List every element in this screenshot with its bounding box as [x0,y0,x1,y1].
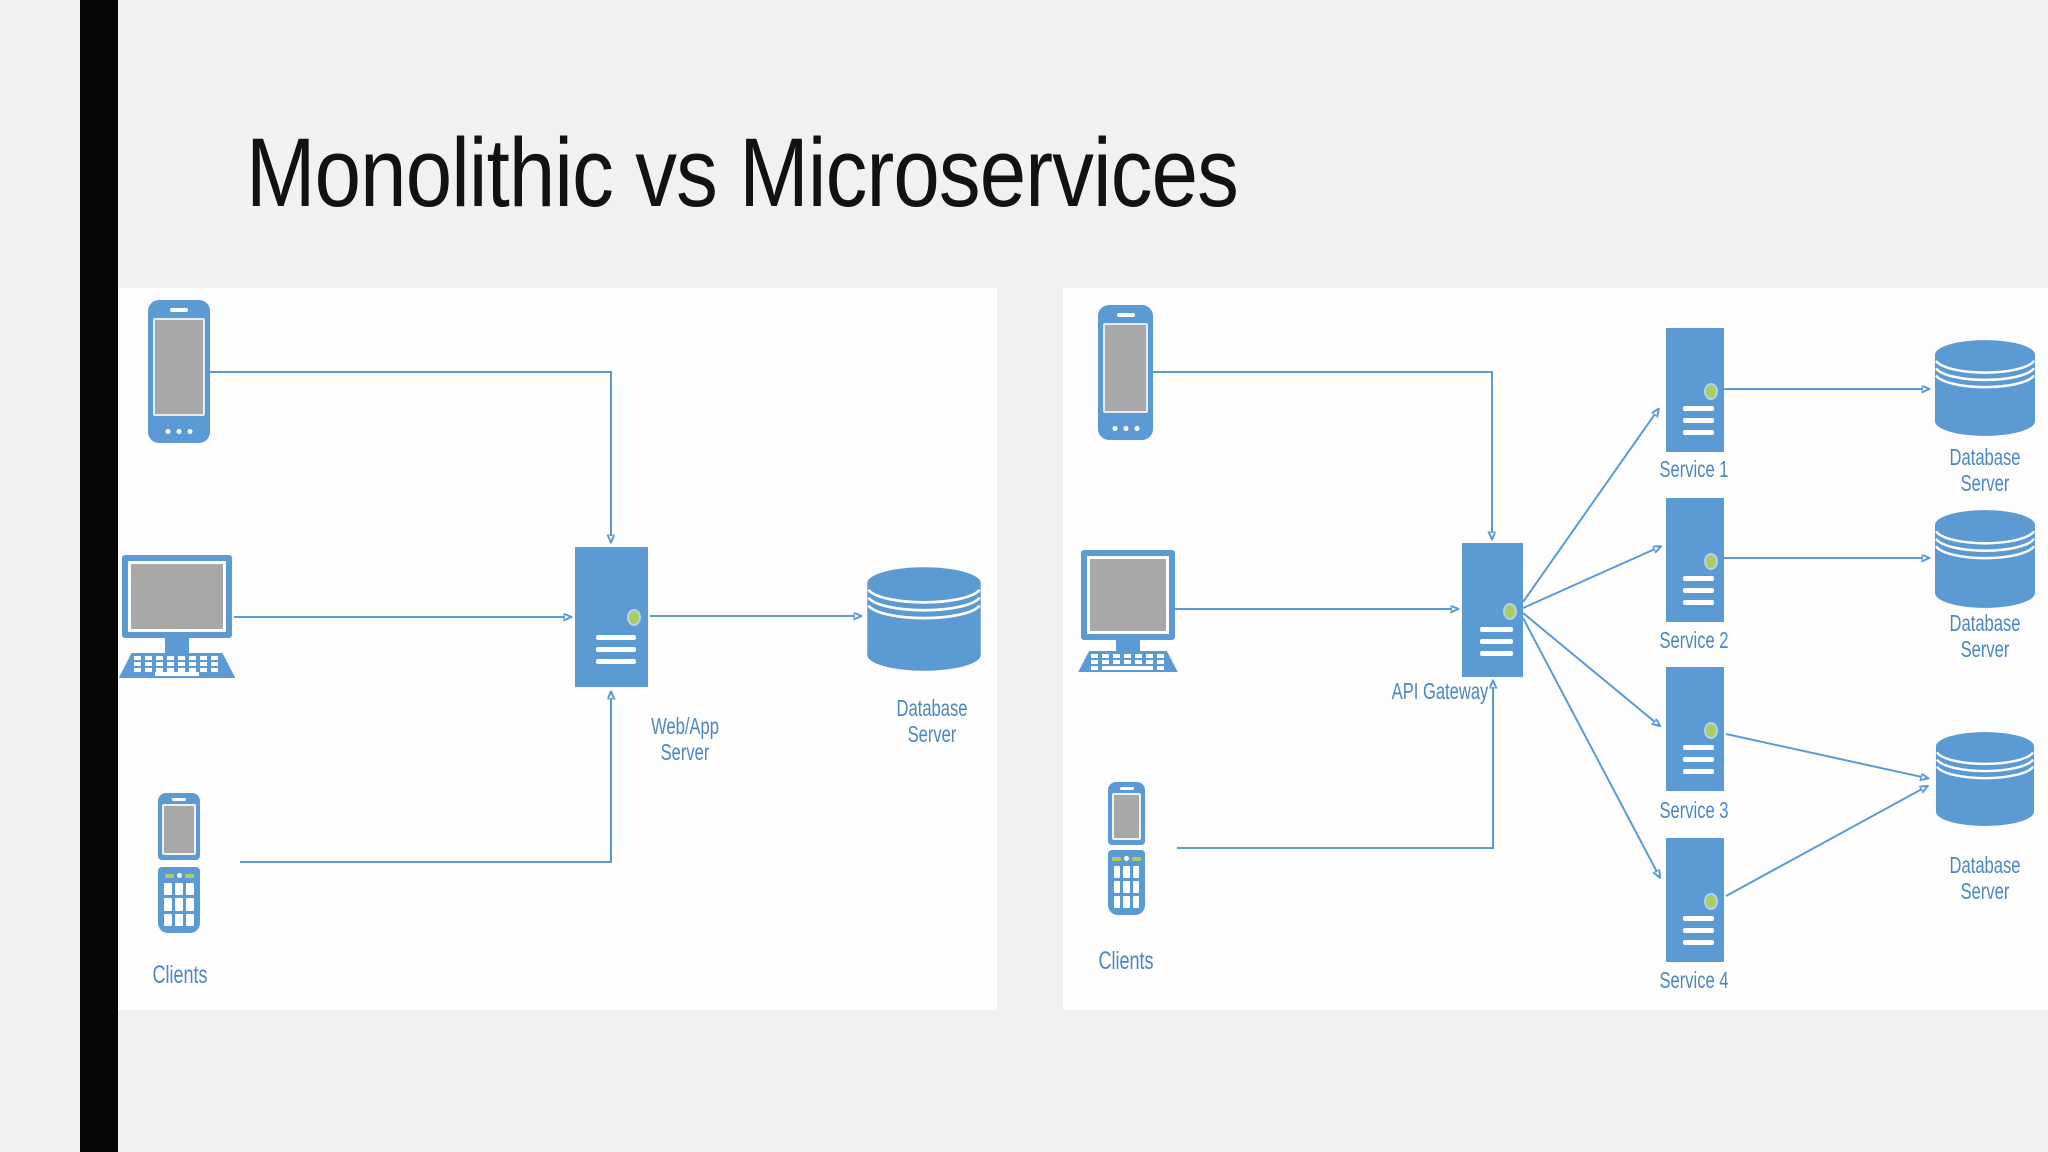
phone-buttons [1112,426,1139,431]
desktop-computer-icon [118,555,236,678]
service-3-label: Service 3 [1659,797,1729,823]
softkey-row [158,873,200,878]
server-power-light [1706,555,1717,569]
monitor-stand [1116,640,1140,651]
smartphone-icon [1098,305,1153,440]
database-cylinder-icon [1935,732,2035,826]
server-vents [1479,627,1513,663]
feature-phone-keypad-half [1108,850,1145,915]
database-server-label: Database Server [896,695,968,747]
service-4-icon [1666,838,1724,962]
api-gateway-label: API Gateway [1391,678,1489,704]
server-power-light [628,611,639,625]
phone-buttons [165,429,193,434]
phone-speaker [170,308,188,312]
desktop-computer-icon [1078,550,1178,672]
feature-phone-keypad-half [158,867,200,933]
service-2-label: Service 2 [1659,627,1729,653]
server-power-light [1505,604,1516,618]
monitor-frame [1081,550,1175,640]
service-4-label: Service 4 [1659,967,1729,993]
service-1-label: Service 1 [1659,456,1729,482]
keyboard [118,653,236,678]
database-server-3-label: Database Server [1949,852,2021,904]
database-cylinder-icon [867,567,981,671]
api-gateway-icon [1462,543,1523,677]
page-title: Monolithic vs Microservices [246,118,1239,227]
database-cylinder-icon [1935,510,2035,608]
phone-screen [153,318,205,416]
keyboard [1078,651,1178,672]
server-power-light [1706,724,1717,738]
database-server-1-label: Database Server [1949,444,2021,496]
server-vents [1682,916,1715,952]
monitor-stand [165,638,189,653]
server-vents [1682,406,1715,442]
web-app-server-icon [575,547,648,687]
service-2-icon [1666,498,1724,622]
monitor-screen [128,561,226,632]
smartphone-icon [148,300,210,443]
keypad-grid [164,883,194,926]
softkey-row [1108,856,1145,861]
feature-phone-icon [1108,782,1145,915]
database-server-2-label: Database Server [1949,610,2021,662]
server-vents [596,635,636,671]
service-3-icon [1666,667,1724,791]
monitor-screen [1087,556,1169,634]
feature-phone-screen-half [1108,782,1145,845]
web-app-server-label: Web/App Server [651,713,719,765]
feature-phone-icon [158,793,200,933]
server-vents [1682,576,1715,612]
phone-speaker [1116,313,1135,317]
keypad-grid [1114,866,1139,908]
phone-screen [1103,323,1148,413]
clients-label: Clients [1098,947,1154,975]
clients-label: Clients [152,961,208,989]
feature-phone-screen-half [158,793,200,860]
database-cylinder-icon [1935,340,2035,436]
slide-edge-bar [80,0,118,1152]
server-power-light [1706,385,1717,399]
monitor-frame [122,555,232,638]
server-power-light [1706,895,1717,909]
service-1-icon [1666,328,1724,452]
server-vents [1682,745,1715,781]
